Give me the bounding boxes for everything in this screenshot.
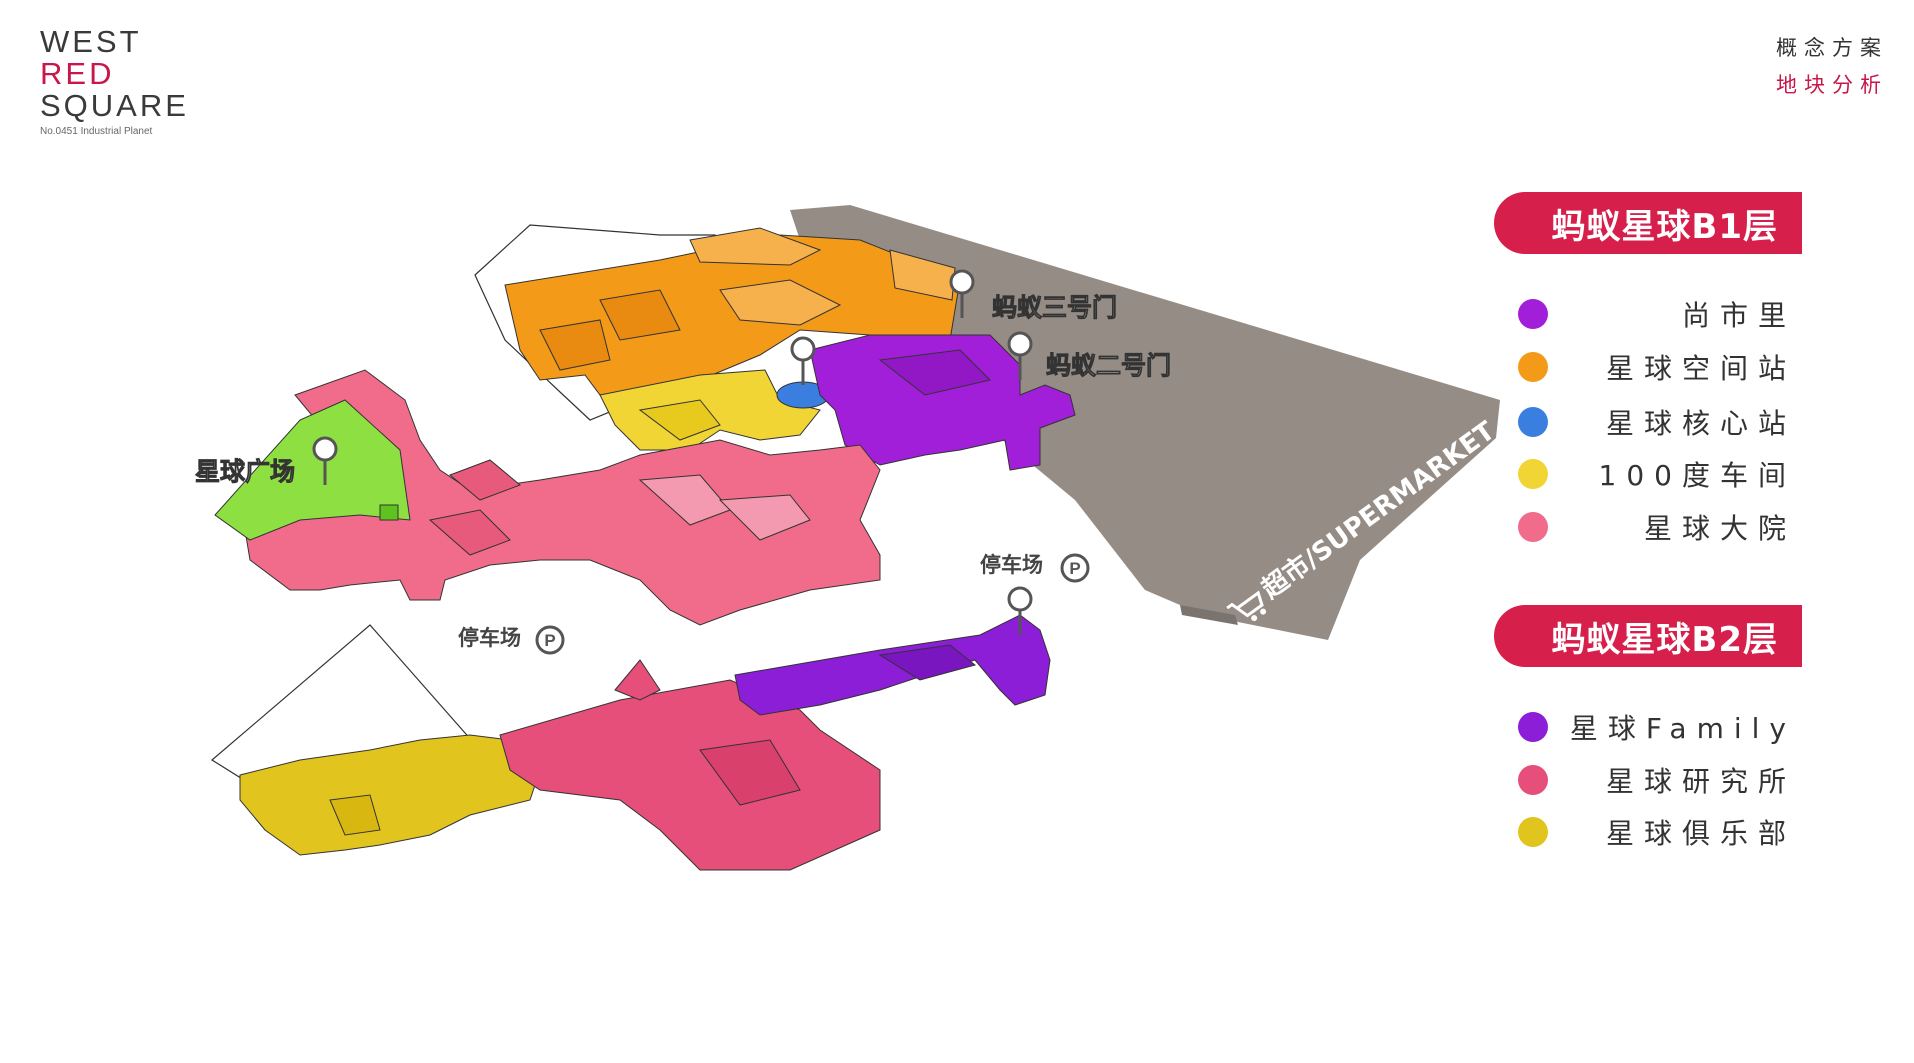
zone-space-station xyxy=(504,227,961,396)
zone-courtyard xyxy=(244,369,881,626)
zone-shangshili xyxy=(809,334,1076,471)
legend-b2-title: 蚂蚁星球B2层 xyxy=(1494,605,1802,667)
legend-dot xyxy=(1518,352,1548,382)
section-title: 概念方案 xyxy=(1776,36,1888,60)
cart-icon xyxy=(1226,590,1267,622)
logo-tagline: No.0451 Industrial Planet xyxy=(40,126,153,137)
legend-dot xyxy=(1518,817,1548,847)
legend-label: 星球大院 xyxy=(1643,512,1796,545)
svg-text:P: P xyxy=(544,631,555,650)
zone-planet-family xyxy=(734,614,1051,716)
legend-label: 星球Family xyxy=(1569,712,1796,745)
label-parking-left: 停车场 xyxy=(458,625,521,650)
legend-dot xyxy=(1518,512,1548,542)
legend-label: 星球核心站 xyxy=(1605,407,1796,440)
zone-planet-club xyxy=(239,734,541,856)
zone-planet-plaza xyxy=(214,399,411,541)
parking-icon-left: P xyxy=(535,625,565,655)
legend-b1-title: 蚂蚁星球B1层 xyxy=(1494,192,1802,254)
label-gate3: 蚂蚁三号门 xyxy=(992,293,1117,322)
label-plaza: 星球广场 xyxy=(195,457,295,486)
legend-label: 尚市里 xyxy=(1681,299,1796,332)
legend-dot xyxy=(1518,765,1548,795)
logo-line-west: WEST xyxy=(40,24,142,59)
label-gate2: 蚂蚁二号门 xyxy=(1046,351,1171,380)
parking-icon-right: P xyxy=(1060,553,1090,583)
logo-line-red: RED xyxy=(40,56,115,91)
legend-b1-item-4: 星球大院 xyxy=(1518,510,1796,545)
zone-workshop-100 xyxy=(599,369,821,451)
legend-label: 星球研究所 xyxy=(1605,765,1796,798)
legend-dot xyxy=(1518,299,1548,329)
map-pin-core[interactable] xyxy=(790,336,816,387)
legend-b2-item-2: 星球俱乐部 xyxy=(1518,815,1796,850)
legend-b1-item-1: 星球空间站 xyxy=(1518,350,1796,385)
zone-planet-research xyxy=(499,659,881,871)
legend-label: 100度车间 xyxy=(1598,459,1796,492)
label-parking-right: 停车场 xyxy=(980,552,1043,577)
legend-label: 星球俱乐部 xyxy=(1605,817,1796,850)
legend-b2-item-1: 星球研究所 xyxy=(1518,763,1796,798)
legend-b1-item-3: 100度车间 xyxy=(1518,457,1796,492)
legend-b2-item-0: 星球Family xyxy=(1518,710,1796,745)
legend-b1-item-0: 尚市里 xyxy=(1518,297,1796,332)
logo-line-square: SQUARE xyxy=(40,88,189,123)
brand-logo: WEST RED SQUARE No.0451 Industrial Plane… xyxy=(40,24,189,138)
legend-label: 星球空间站 xyxy=(1605,352,1796,385)
svg-text:P: P xyxy=(1069,559,1080,578)
legend-dot xyxy=(1518,459,1548,489)
section-subtitle: 地块分析 xyxy=(1776,73,1888,97)
legend-dot xyxy=(1518,407,1548,437)
legend-dot xyxy=(1518,712,1548,742)
legend-b1-item-2: 星球核心站 xyxy=(1518,405,1796,440)
supermarket-zone xyxy=(790,205,1500,640)
section-header: 概念方案 地块分析 xyxy=(1776,30,1888,104)
